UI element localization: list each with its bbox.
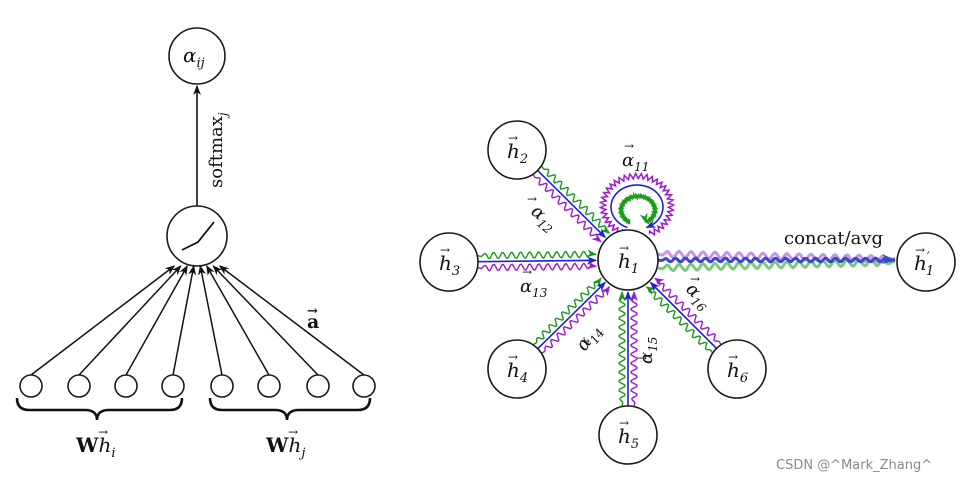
input-edge — [218, 265, 365, 376]
alpha-15-label: α15 — [636, 337, 660, 364]
vector-arrow-mark: → — [522, 265, 532, 279]
output-aggregation-arrow — [657, 249, 896, 273]
leakyrelu-node — [166, 205, 228, 267]
input-feature-node — [19, 374, 43, 398]
node-h2 — [487, 120, 547, 180]
node-h6 — [707, 339, 767, 399]
alpha-ij-node — [168, 27, 226, 85]
softmax-label: softmaxj — [206, 112, 230, 188]
vector-arrow-mark: → — [619, 241, 629, 255]
alpha-ij-label: αij — [183, 43, 205, 71]
h1-label: h1 — [618, 249, 639, 277]
edge-head-green — [618, 291, 626, 407]
input-feature-nodes — [19, 374, 376, 398]
self-attention-loops — [598, 171, 676, 238]
multi-head-attention-diagram: concat/avg h1 h2 h3 h4 h5 h6 h′1 →→→→→→→… — [419, 120, 956, 465]
edge-head-green — [533, 277, 602, 346]
node-h1 — [597, 229, 659, 291]
input-edges — [30, 265, 365, 376]
attention-edges — [477, 165, 722, 407]
group-j-vec-arrow: → — [288, 425, 298, 439]
group-i-label: Whi — [75, 433, 116, 461]
input-feature-node — [161, 374, 185, 398]
input-feature-node — [114, 374, 138, 398]
edge-head-green — [541, 165, 611, 234]
watermark: CSDN @^Mark_Zhang^ — [776, 458, 932, 473]
vector-arrow-marks: → → → → → → → → → → → → → — [440, 131, 925, 430]
edge-head-green — [477, 249, 597, 260]
vector-arrow-mark: → — [728, 350, 738, 364]
h5-label: h5 — [618, 424, 639, 452]
input-edge — [30, 265, 176, 376]
node-labels: h1 h2 h3 h4 h5 h6 h′1 — [439, 139, 934, 452]
vector-arrow-mark: → — [619, 416, 629, 430]
h1-prime-label: h′1 — [914, 250, 934, 279]
edge-head-purple — [630, 291, 638, 407]
h3-label: h3 — [439, 251, 460, 279]
alpha-14-label: α14 — [572, 320, 607, 356]
input-feature-node — [306, 374, 330, 398]
node-h1-prime — [896, 232, 956, 292]
input-feature-node — [257, 374, 281, 398]
edge-head-blue — [649, 281, 718, 350]
edge-head-blue — [477, 256, 598, 265]
edge-head-purple — [541, 285, 610, 354]
h4-label: h4 — [507, 358, 528, 386]
weight-vector-arrow: → — [307, 304, 318, 319]
attention-mechanism-diagram: αij softmaxj a → Whi → Whj → — [15, 27, 376, 461]
vector-arrow-mark: → — [624, 139, 634, 153]
alpha-13-label: α13 — [520, 276, 548, 300]
node-h4 — [487, 339, 547, 399]
h2-label: h2 — [507, 139, 528, 167]
input-feature-node — [352, 374, 376, 398]
vector-arrow-mark: → — [527, 192, 537, 206]
weight-vector-label: a — [307, 311, 319, 333]
edge-head-purple — [477, 261, 598, 272]
concat-avg-label: concat/avg — [784, 228, 883, 249]
alpha-11-label: α11 — [622, 150, 649, 174]
leakyrelu-icon — [181, 221, 215, 251]
edge-head-purple — [654, 277, 722, 345]
self-loop-blue — [610, 184, 664, 229]
graph-nodes — [419, 120, 956, 465]
brace-j — [208, 397, 372, 421]
node-h3 — [419, 232, 479, 292]
vector-arrow-mark: → — [580, 334, 590, 348]
edge-head-blue — [537, 169, 606, 239]
group-i-vec-arrow: → — [98, 425, 108, 439]
edge-head-blue — [537, 281, 606, 350]
input-edge — [125, 265, 188, 376]
input-edge — [172, 265, 196, 376]
vector-arrow-mark: → — [508, 350, 518, 364]
self-loop-green — [617, 191, 659, 225]
vector-arrow-mark: → — [440, 243, 450, 257]
vector-arrow-mark: → — [915, 243, 925, 257]
input-edge — [212, 265, 319, 376]
vector-arrow-mark: → — [508, 131, 518, 145]
input-feature-node — [210, 374, 234, 398]
brace-i — [15, 397, 184, 421]
vector-arrow-mark: → — [690, 272, 700, 286]
vector-arrow-mark: → — [637, 351, 647, 365]
h6-label: h6 — [727, 358, 748, 386]
node-h5 — [598, 405, 658, 465]
edge-head-green — [645, 286, 713, 354]
input-feature-node — [67, 374, 91, 398]
alpha-12-label: α12 — [525, 201, 561, 237]
input-edge — [78, 265, 182, 376]
self-loop-purple — [598, 171, 676, 238]
edge-head-purple — [532, 174, 602, 243]
input-edge — [206, 265, 270, 376]
input-edge — [198, 265, 223, 376]
group-j-label: Whj — [265, 433, 305, 461]
